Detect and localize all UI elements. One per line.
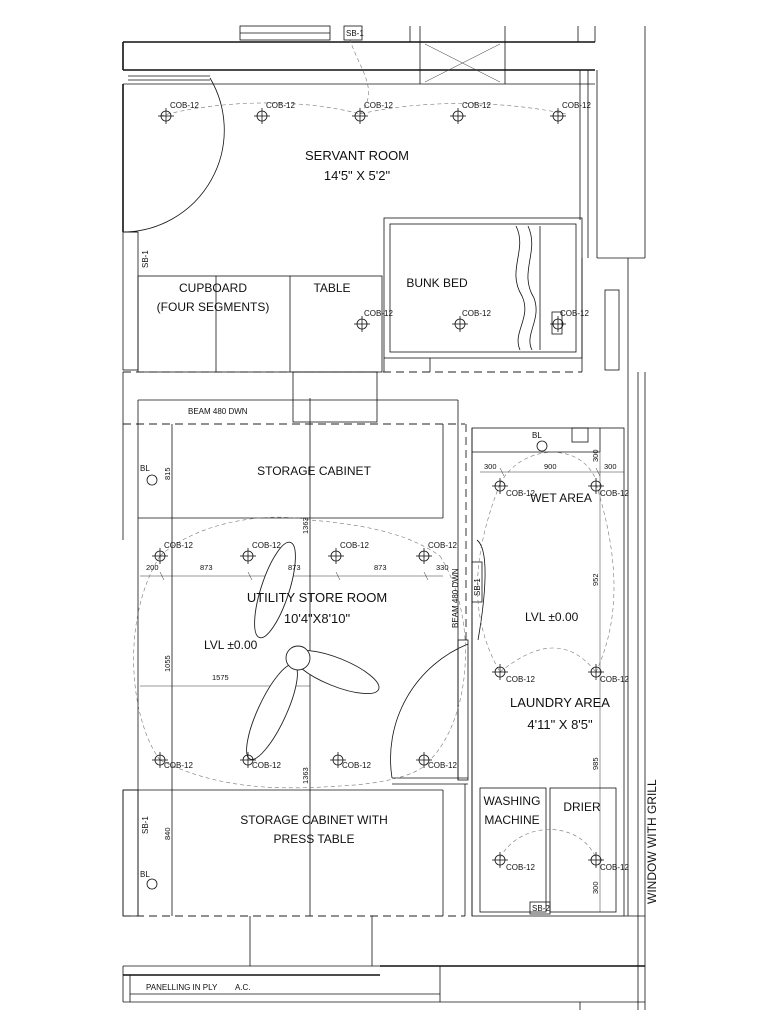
utility-store-room-name: UTILITY STORE ROOM bbox=[247, 590, 387, 605]
cob-label: COB-12 bbox=[170, 101, 199, 110]
beam-label: BEAM 480 DWN bbox=[188, 407, 248, 416]
cob-label: COB-12 bbox=[462, 309, 491, 318]
dimension-label: 873 bbox=[374, 563, 387, 572]
cob-label: COB-12 bbox=[462, 101, 491, 110]
bunk-bed-label: BUNK BED bbox=[406, 276, 468, 290]
cob-label: COB-12 bbox=[252, 541, 281, 550]
dimension-label: 1575 bbox=[212, 673, 229, 682]
sb1-label: SB-1 bbox=[141, 250, 150, 268]
light-circuits bbox=[133, 39, 615, 859]
dimension-label: 300 bbox=[604, 462, 617, 471]
window-label: WINDOW WITH GRILL bbox=[645, 779, 659, 904]
bl-label: BL bbox=[140, 870, 150, 879]
cob-label: COB-12 bbox=[506, 675, 535, 684]
dimension-ticks bbox=[159, 452, 624, 912]
beam-label-vertical: BEAM 480 DWN bbox=[451, 568, 460, 628]
cob-label: COB-12 bbox=[506, 489, 535, 498]
cupboard-segments-label: (FOUR SEGMENTS) bbox=[157, 300, 270, 314]
sb1-label: SB-1 bbox=[346, 29, 364, 38]
dimension-label: 840 bbox=[163, 827, 172, 840]
storage-press-table-label: PRESS TABLE bbox=[274, 832, 355, 846]
dimension-label: 873 bbox=[288, 563, 301, 572]
cob-label: COB-12 bbox=[164, 541, 193, 550]
ceiling-fan-icon bbox=[246, 541, 380, 760]
cupboard-label: CUPBOARD bbox=[179, 281, 247, 295]
cob-label: COB-12 bbox=[428, 761, 457, 770]
servant-room-name: SERVANT ROOM bbox=[305, 148, 409, 163]
dimension-label: 1363 bbox=[301, 767, 310, 784]
dimension-label: 300 bbox=[591, 881, 600, 894]
dimension-label: 1363 bbox=[301, 517, 310, 534]
servant-room-size: 14'5" X 5'2" bbox=[324, 168, 391, 183]
panelling-label: PANELLING IN PLY bbox=[146, 983, 218, 992]
dimension-label: 985 bbox=[591, 757, 600, 770]
storage-cabinet-label: STORAGE CABINET bbox=[257, 464, 371, 478]
laundry-area-size: 4'11" X 8'5" bbox=[527, 717, 593, 732]
cob-light-labels: COB-12 COB-12 COB-12 COB-12 COB-12 COB-1… bbox=[164, 101, 629, 872]
storage-press-label: STORAGE CABINET WITH bbox=[240, 813, 388, 827]
bl-label: BL bbox=[532, 431, 542, 440]
dimension-label: 1055 bbox=[163, 655, 172, 672]
dimension-label: 300 bbox=[591, 449, 600, 462]
cob-label: COB-12 bbox=[428, 541, 457, 550]
sb2-label: SB-2 bbox=[532, 904, 550, 913]
dimension-label: 873 bbox=[200, 563, 213, 572]
cob-label: COB-12 bbox=[342, 761, 371, 770]
cob-label: COB-12 bbox=[164, 761, 193, 770]
cob-label: COB-12 bbox=[560, 309, 589, 318]
bracket-light-icon bbox=[536, 440, 548, 452]
cob-light-icons bbox=[152, 108, 604, 868]
cob-label: COB-12 bbox=[266, 101, 295, 110]
washing-machine-label: WASHING bbox=[484, 794, 541, 808]
laundry-level-label: LVL ±0.00 bbox=[525, 610, 579, 624]
sb1-label: SB-1 bbox=[473, 578, 482, 596]
table-label: TABLE bbox=[313, 281, 350, 295]
sb1-label: SB-1 bbox=[141, 816, 150, 834]
ac-label: A.C. bbox=[235, 983, 251, 992]
cob-label: COB-12 bbox=[600, 489, 629, 498]
laundry-area-name: LAUNDRY AREA bbox=[510, 695, 610, 710]
dimension-label: 200 bbox=[146, 563, 159, 572]
dimension-label: 330 bbox=[436, 563, 449, 572]
dimension-label: 300 bbox=[484, 462, 497, 471]
bl-label: BL bbox=[140, 464, 150, 473]
cob-label: COB-12 bbox=[340, 541, 369, 550]
bracket-light-icon bbox=[146, 474, 158, 486]
cob-label: COB-12 bbox=[600, 675, 629, 684]
cob-label: COB-12 bbox=[364, 309, 393, 318]
washing-machine-label-2: MACHINE bbox=[484, 813, 539, 827]
cob-label: COB-12 bbox=[506, 863, 535, 872]
dimension-label: 815 bbox=[163, 467, 172, 480]
cob-label: COB-12 bbox=[600, 863, 629, 872]
walls bbox=[122, 25, 646, 1010]
dimension-label: 952 bbox=[591, 573, 600, 586]
switchboard-icon bbox=[343, 25, 363, 41]
wet-area-label: WET AREA bbox=[530, 491, 592, 505]
utility-level-label: LVL ±0.00 bbox=[204, 638, 258, 652]
dimension-label: 900 bbox=[544, 462, 557, 471]
utility-store-room-size: 10'4"X8'10" bbox=[284, 611, 351, 626]
drier-label: DRIER bbox=[563, 800, 601, 814]
switchboards-and-lights: BL BL BL SB-1 SB-1 SB-1 SB-1 SB-2 bbox=[140, 25, 550, 913]
dimension-labels: 200 873 873 873 330 1575 1055 1363 1363 … bbox=[146, 449, 617, 894]
cob-label: COB-12 bbox=[364, 101, 393, 110]
bracket-light-icon bbox=[146, 878, 158, 890]
cob-label: COB-12 bbox=[562, 101, 591, 110]
cob-label: COB-12 bbox=[252, 761, 281, 770]
